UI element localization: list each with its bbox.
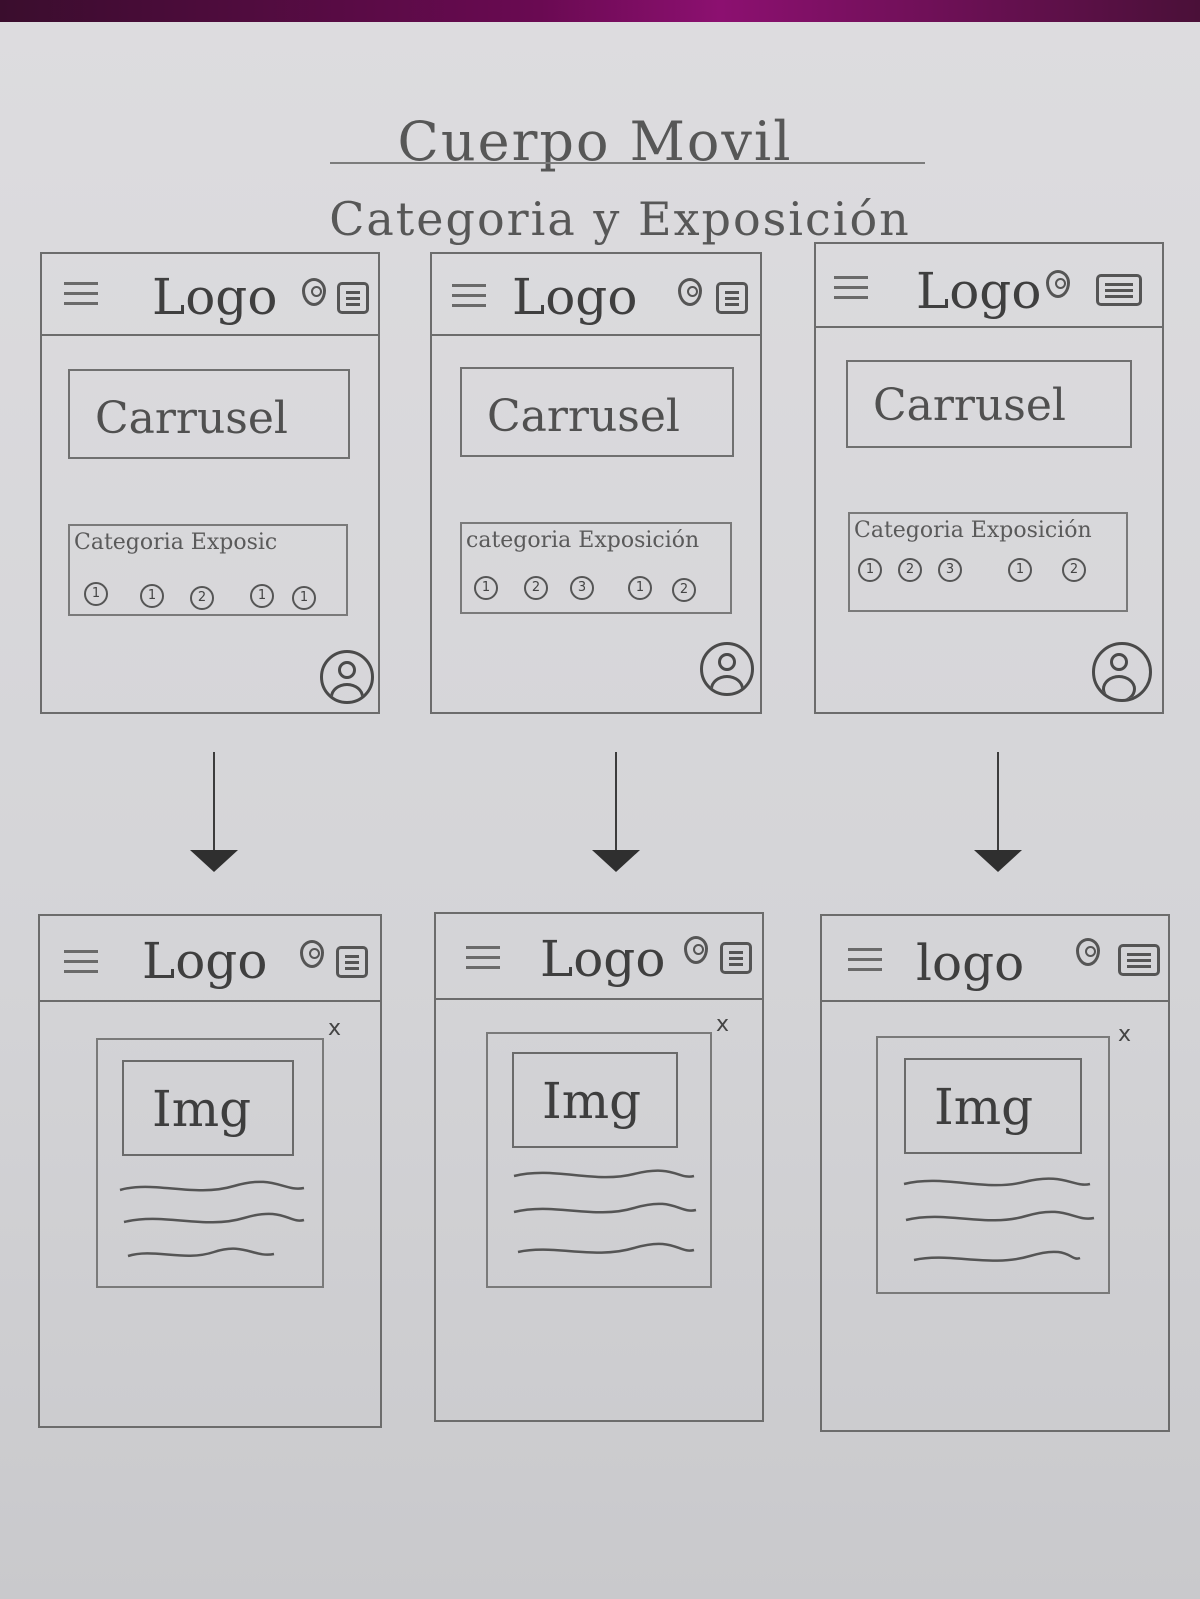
user-avatar-icon[interactable] xyxy=(700,642,754,696)
user-avatar-icon[interactable] xyxy=(1092,642,1152,702)
image-placeholder: Img xyxy=(512,1052,678,1148)
close-icon[interactable]: x xyxy=(1118,1022,1132,1047)
category-exposition-panel: categoria Exposición 1 2 3 1 2 xyxy=(460,522,732,614)
category-dot[interactable]: 1 xyxy=(140,584,164,608)
location-pin-icon[interactable] xyxy=(300,278,330,318)
user-avatar-icon[interactable] xyxy=(320,650,374,704)
close-icon[interactable]: x xyxy=(328,1016,342,1041)
description-text-lines xyxy=(513,1169,697,1254)
hamburger-icon[interactable] xyxy=(848,948,882,978)
phone-frame-category-2: Logo Carrusel categoria Exposición 1 2 3… xyxy=(430,252,762,714)
category-dot[interactable]: 1 xyxy=(84,582,108,606)
location-pin-icon[interactable] xyxy=(682,936,712,976)
phone-header: logo xyxy=(822,916,1168,1002)
hamburger-icon[interactable] xyxy=(834,276,868,306)
category-label: categoria Exposición xyxy=(466,528,700,553)
category-dot[interactable]: 1 xyxy=(474,576,498,600)
phone-frame-category-1: Logo Carrusel Categoria Exposic 1 1 2 1 … xyxy=(40,252,380,714)
category-dot[interactable]: 2 xyxy=(524,576,548,600)
category-dot[interactable]: 3 xyxy=(938,558,962,582)
exposition-dot[interactable]: 1 xyxy=(1008,558,1032,582)
phone-header: Logo xyxy=(816,244,1162,328)
logo: Logo xyxy=(512,268,638,326)
image-label: Img xyxy=(934,1078,1034,1136)
carousel-label: Carrusel xyxy=(487,391,680,442)
category-label: Categoria Exposición xyxy=(854,518,1092,543)
phone-frame-detail-3: logo x Img xyxy=(820,914,1170,1432)
category-dot[interactable]: 1 xyxy=(858,558,882,582)
logo: Logo xyxy=(540,930,666,988)
logo: Logo xyxy=(152,268,278,326)
logo: Logo xyxy=(916,262,1042,320)
logo: logo xyxy=(916,934,1025,992)
down-arrow-icon xyxy=(592,752,640,882)
location-pin-icon[interactable] xyxy=(298,940,328,980)
category-dot[interactable]: 2 xyxy=(898,558,922,582)
exposition-dot[interactable]: 1 xyxy=(292,586,316,610)
image-placeholder: Img xyxy=(904,1058,1082,1154)
phone-header: Logo xyxy=(40,916,380,1002)
image-label: Img xyxy=(152,1080,252,1138)
document-icon[interactable] xyxy=(716,282,748,314)
exposition-dot[interactable]: 1 xyxy=(628,576,652,600)
description-text-lines xyxy=(903,1177,1095,1262)
phone-header: Logo xyxy=(42,254,378,336)
detail-modal: Img xyxy=(96,1038,324,1288)
carousel[interactable]: Carrusel xyxy=(460,367,734,457)
page-subtitle: Categoria y Exposición xyxy=(329,192,911,246)
down-arrow-icon xyxy=(974,752,1022,882)
document-icon[interactable] xyxy=(337,282,369,314)
hamburger-icon[interactable] xyxy=(64,950,98,980)
phone-frame-category-3: Logo Carrusel Categoria Exposición 1 2 3… xyxy=(814,242,1164,714)
location-pin-icon[interactable] xyxy=(676,278,706,318)
detail-modal: Img xyxy=(486,1032,712,1288)
phone-frame-detail-2: Logo x Img xyxy=(434,912,764,1422)
category-dot[interactable]: 3 xyxy=(570,576,594,600)
image-placeholder: Img xyxy=(122,1060,294,1156)
paper-sheet xyxy=(0,22,1200,1599)
hamburger-icon[interactable] xyxy=(466,946,500,976)
document-icon[interactable] xyxy=(336,946,368,978)
location-pin-icon[interactable] xyxy=(1044,270,1074,310)
image-label: Img xyxy=(542,1072,642,1130)
description-text-lines xyxy=(119,1180,305,1258)
carousel-label: Carrusel xyxy=(95,393,288,444)
carousel-label: Carrusel xyxy=(873,380,1066,431)
logo: Logo xyxy=(142,932,268,990)
down-arrow-icon xyxy=(190,752,238,882)
exposition-dot[interactable]: 2 xyxy=(1062,558,1086,582)
document-icon[interactable] xyxy=(1096,274,1142,306)
exposition-dot[interactable]: 2 xyxy=(672,578,696,602)
carousel[interactable]: Carrusel xyxy=(846,360,1132,448)
detail-modal: Img xyxy=(876,1036,1110,1294)
phone-header: Logo xyxy=(436,914,762,1000)
phone-frame-detail-1: Logo x Img xyxy=(38,914,382,1428)
category-dot[interactable]: 2 xyxy=(190,586,214,610)
title-underline xyxy=(330,162,925,164)
document-icon[interactable] xyxy=(720,942,752,974)
hamburger-icon[interactable] xyxy=(64,282,98,312)
phone-header: Logo xyxy=(432,254,760,336)
category-exposition-panel: Categoria Exposición 1 2 3 1 2 xyxy=(848,512,1128,612)
location-pin-icon[interactable] xyxy=(1074,938,1104,978)
carousel[interactable]: Carrusel xyxy=(68,369,350,459)
exposition-dot[interactable]: 1 xyxy=(250,584,274,608)
close-icon[interactable]: x xyxy=(716,1012,730,1037)
document-icon[interactable] xyxy=(1118,944,1160,976)
hamburger-icon[interactable] xyxy=(452,284,486,314)
category-label: Categoria Exposic xyxy=(74,530,278,555)
category-exposition-panel: Categoria Exposic 1 1 2 1 1 xyxy=(68,524,348,616)
